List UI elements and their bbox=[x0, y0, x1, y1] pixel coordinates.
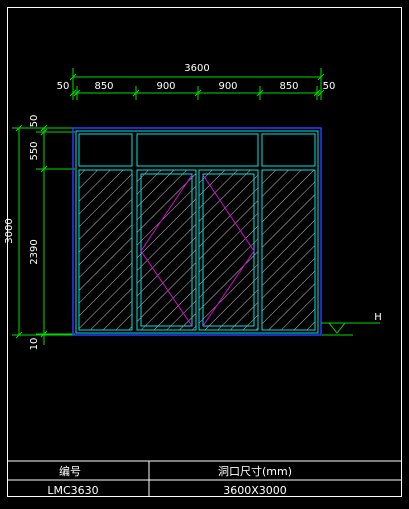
transom-panel bbox=[78, 133, 133, 167]
opening-size-value: 3600X3000 bbox=[223, 484, 287, 497]
drawing-border bbox=[7, 7, 402, 497]
tick-mark bbox=[317, 89, 325, 97]
transom-row bbox=[78, 133, 316, 167]
right-leaf-swing-line bbox=[202, 174, 255, 327]
tick-mark bbox=[317, 73, 325, 81]
width-segment-label: 850 bbox=[279, 81, 298, 92]
transom-panel bbox=[261, 133, 316, 167]
door-swing-indicators bbox=[140, 174, 255, 327]
height-segment-label: 10 bbox=[29, 338, 40, 351]
tick-mark bbox=[132, 89, 140, 97]
tick-mark bbox=[69, 89, 77, 97]
height-segment-label: 550 bbox=[29, 141, 40, 160]
level-label: H bbox=[374, 312, 382, 323]
tick-mark bbox=[40, 124, 48, 132]
right-door-leaf bbox=[198, 169, 259, 331]
opening-size-header: 洞口尺寸(mm) bbox=[218, 464, 292, 478]
level-marker bbox=[321, 322, 380, 336]
width-segment-label: 50 bbox=[323, 81, 336, 92]
right-leaf-inner-frame bbox=[202, 173, 255, 327]
left-leaf-inner-frame bbox=[140, 173, 193, 327]
tick-mark bbox=[40, 128, 48, 136]
height-segment-label: 2390 bbox=[29, 239, 40, 264]
code-value: LMC3630 bbox=[47, 484, 98, 497]
code-header: 编号 bbox=[59, 464, 81, 478]
title-block bbox=[8, 460, 401, 496]
tick-mark bbox=[313, 89, 321, 97]
level-triangle bbox=[328, 322, 346, 334]
overall-height-label: 3000 bbox=[4, 218, 15, 243]
top-dimension-labels: 3600 50 850 900 900 850 50 bbox=[57, 63, 336, 92]
frame-inner-line bbox=[75, 130, 319, 334]
width-segment-label: 900 bbox=[156, 81, 175, 92]
glazing-panels bbox=[78, 169, 316, 331]
left-dimension-chain bbox=[12, 124, 75, 345]
width-segment-label: 50 bbox=[57, 81, 70, 92]
left-door-leaf bbox=[136, 169, 197, 331]
right-fixed-panel bbox=[261, 169, 316, 331]
frame-outline bbox=[72, 127, 322, 336]
overall-width-label: 3600 bbox=[184, 63, 209, 74]
width-segment-label: 850 bbox=[94, 81, 113, 92]
left-dimension-labels: 3000 50 550 2390 10 bbox=[4, 115, 40, 351]
transom-panel bbox=[136, 133, 259, 167]
tick-mark bbox=[15, 331, 23, 339]
tick-mark bbox=[194, 89, 202, 97]
height-segment-label: 50 bbox=[29, 115, 40, 128]
tick-mark bbox=[40, 330, 48, 338]
left-leaf-swing-line bbox=[140, 174, 193, 327]
tick-mark bbox=[15, 124, 23, 132]
tick-mark bbox=[256, 89, 264, 97]
title-block-text: 编号 洞口尺寸(mm) LMC3630 3600X3000 bbox=[47, 464, 292, 497]
tick-mark bbox=[73, 89, 81, 97]
left-fixed-panel bbox=[78, 169, 133, 331]
width-segment-label: 900 bbox=[218, 81, 237, 92]
door-frame bbox=[72, 127, 322, 336]
tick-mark bbox=[40, 165, 48, 173]
tick-mark bbox=[69, 73, 77, 81]
top-dimension-chain bbox=[69, 68, 325, 100]
